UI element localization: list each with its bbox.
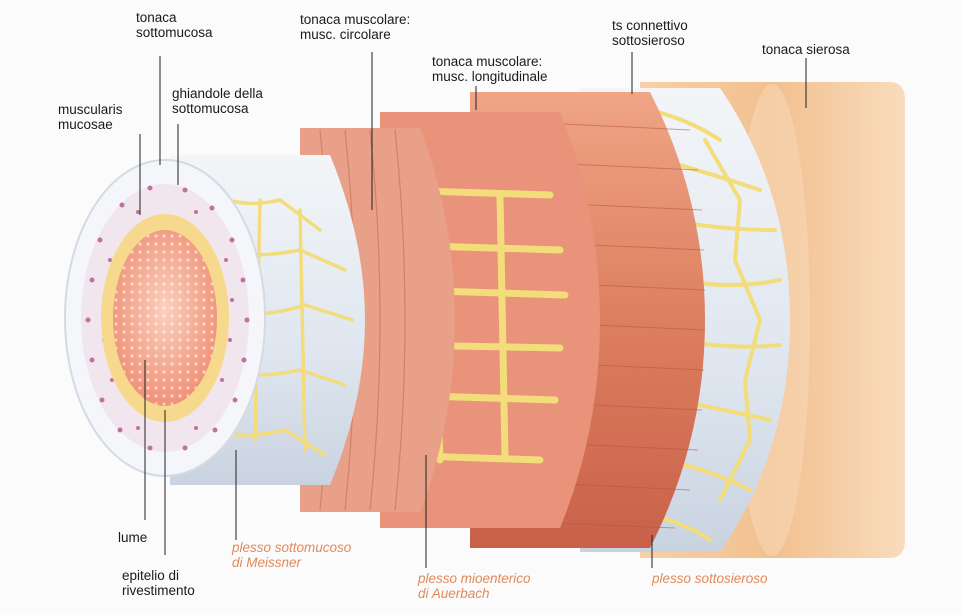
label-ts-connettivo: ts connettivo sottosieroso bbox=[612, 18, 688, 48]
label-lume: lume bbox=[118, 530, 147, 545]
label-ghiandole: ghiandole della sottomucosa bbox=[172, 86, 263, 116]
label-tonaca-sierosa: tonaca sierosa bbox=[762, 42, 850, 57]
label-tonaca-sottomucosa: tonaca sottomucosa bbox=[136, 10, 213, 40]
label-epitelio: epitelio di rivestimento bbox=[122, 568, 195, 598]
label-plesso-sottosieroso: plesso sottosieroso bbox=[652, 571, 768, 586]
label-muscolare-longitudinale: tonaca muscolare: musc. longitudinale bbox=[432, 54, 548, 84]
label-plesso-sottomucoso: plesso sottomucoso di Meissner bbox=[232, 540, 351, 570]
label-muscularis-mucosae: muscularis mucosae bbox=[58, 102, 123, 132]
label-muscolare-circolare: tonaca muscolare: musc. circolare bbox=[300, 12, 410, 42]
label-plesso-mioenterico: plesso mioenterico di Auerbach bbox=[418, 571, 531, 601]
